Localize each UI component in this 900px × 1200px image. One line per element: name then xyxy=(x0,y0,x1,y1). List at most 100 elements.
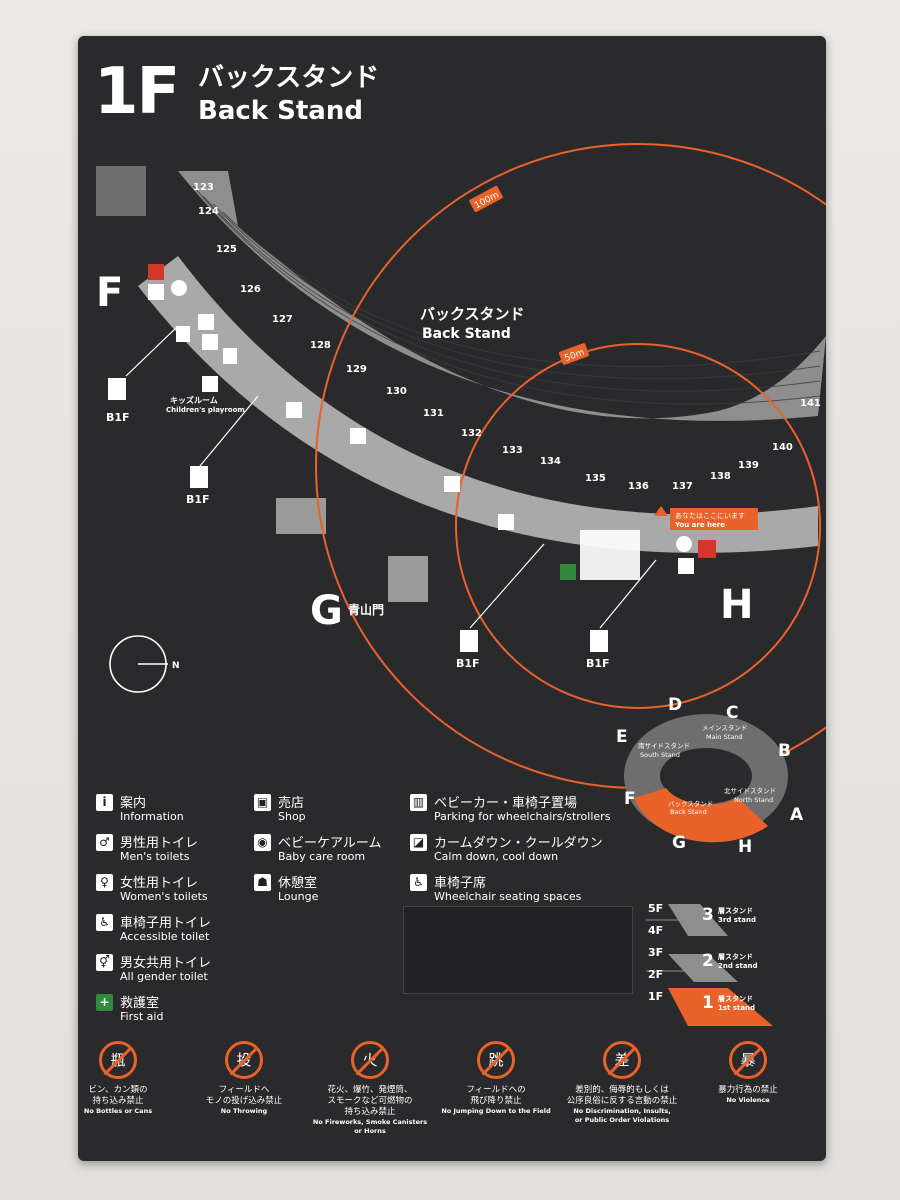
prohibited-icon: 投 xyxy=(225,1041,263,1079)
information-icon xyxy=(676,536,692,552)
prohibited-icon: 瓶 xyxy=(99,1041,137,1079)
floor-tier-diagram xyxy=(646,904,773,1026)
shop-icon xyxy=(444,476,460,492)
floor-level-4f: 4F xyxy=(648,924,663,937)
stair-block xyxy=(388,556,428,602)
zone-g: G xyxy=(310,588,343,634)
rule-label-en: No Throwing xyxy=(220,1107,268,1115)
mens-toilet-icon xyxy=(460,630,478,652)
stand-label-en: Back Stand xyxy=(422,326,511,342)
key-map-letter-b: B xyxy=(778,741,791,761)
legend-label-jp: 案内 xyxy=(120,796,147,811)
legend-icon: ☗ xyxy=(254,874,271,891)
prohibited-glyph: 跳 xyxy=(488,1051,504,1069)
section-127: 127 xyxy=(272,314,293,325)
floor-level-3f: 3F xyxy=(648,946,663,959)
legend-label-en: Information xyxy=(120,810,184,823)
section-138: 138 xyxy=(710,471,731,482)
rule-label-jp: フィールドへ xyxy=(218,1085,270,1095)
prohibited-icon: 差 xyxy=(603,1041,641,1079)
prohibited-glyph: 暴 xyxy=(740,1051,756,1069)
key-map-back-en: Back Stand xyxy=(670,808,707,816)
rule-label-jp: 持ち込み禁止 xyxy=(92,1096,144,1106)
legend-label-en: First aid xyxy=(120,1010,164,1023)
legend-icon: ♿ xyxy=(410,874,427,891)
key-map-back-stand xyxy=(634,788,768,843)
section-134: 134 xyxy=(540,456,561,467)
rule-label-jp: 花火、爆竹、発煙筒、 xyxy=(327,1085,413,1095)
shop-icon xyxy=(286,402,302,418)
key-map-letter-g: G xyxy=(672,833,686,853)
legend-label-jp: 女性用トイレ xyxy=(120,876,199,891)
floor-level-5f: 5F xyxy=(648,902,663,915)
information-icon xyxy=(171,280,187,296)
legend-label-en: Men's toilets xyxy=(120,850,190,863)
distance-ring-50m xyxy=(455,343,821,709)
seating-bowl xyxy=(178,171,826,421)
kids-room-en: Children's playroom xyxy=(166,406,245,414)
section-123: 123 xyxy=(193,182,214,193)
prohibited-icon: 火 xyxy=(351,1041,389,1079)
tier-label-jp: 層スタンド xyxy=(718,952,753,961)
section-132: 132 xyxy=(461,428,482,439)
rule-label-jp: フィールドへの xyxy=(466,1085,526,1095)
legend-icon: ♀ xyxy=(96,874,113,891)
legend-label-jp: 休憩室 xyxy=(278,876,318,891)
accessible-toilet-icon xyxy=(202,334,218,350)
rule-label-jp: モノの投げ込み禁止 xyxy=(205,1096,283,1106)
legend-label-en: Calm down, cool down xyxy=(434,850,559,863)
rule-label-en: or Public Order Violations xyxy=(574,1116,670,1124)
rule-label-jp: ビン、カン類の xyxy=(88,1085,148,1095)
compass-north-label: N xyxy=(172,661,180,671)
stand-label-jp: バックスタンド xyxy=(420,305,525,323)
baby-care-icon xyxy=(202,376,218,392)
stadium-key-map: メインスタンド Main Stand 南サイドスタンド South Stand … xyxy=(624,714,788,843)
section-131: 131 xyxy=(423,408,444,419)
rule-label-en: No Discrimination, Insults, xyxy=(573,1107,671,1115)
section-137: 137 xyxy=(672,481,693,492)
title-en: Back Stand xyxy=(198,96,363,126)
tier-label-jp: 層スタンド xyxy=(718,906,753,915)
floor-level-1f: 1F xyxy=(648,990,663,1003)
b1f-label: B1F xyxy=(586,657,610,670)
tier-number: 3 xyxy=(702,905,714,925)
legend-icon: ♿ xyxy=(96,914,113,931)
rule-label-jp: 飛び降り禁止 xyxy=(470,1096,522,1106)
key-map-letter-a: A xyxy=(790,805,804,825)
key-map-letter-f: F xyxy=(624,789,636,809)
distance-tag-100m xyxy=(469,186,503,212)
legend-label-en: Wheelchair seating spaces xyxy=(434,890,582,903)
key-map-main-jp: メインスタンド xyxy=(702,723,747,732)
floor-map-sign: 1F バックスタンド Back Stand 100m 50m xyxy=(78,36,826,1161)
section-128: 128 xyxy=(310,340,331,351)
stroller-parking-icon xyxy=(678,558,694,574)
you-are-here-jp: あなたはここにいます xyxy=(675,512,745,520)
legend-icon: ⚥ xyxy=(96,954,113,971)
section-125: 125 xyxy=(216,244,237,255)
key-map-north-jp: 北サイドスタンド xyxy=(724,786,776,795)
tier-label-en: 1st stand xyxy=(718,1004,755,1012)
prohibited-glyph: 差 xyxy=(614,1051,630,1069)
legend-icon: + xyxy=(96,994,113,1011)
legend-label-en: Baby care room xyxy=(278,850,366,863)
tier-label-en: 2nd stand xyxy=(718,962,758,970)
b1f-label: B1F xyxy=(106,411,130,424)
legend-label-jp: 車椅子席 xyxy=(434,876,487,891)
womens-toilet-icon xyxy=(176,326,190,342)
rule-label-jp: スモークなど可燃物の xyxy=(327,1096,413,1106)
legend-icon: ▥ xyxy=(410,794,427,811)
shop-icon xyxy=(350,428,366,444)
key-map-back-jp: バックスタンド xyxy=(668,799,713,808)
legend-label-jp: ベビーカー・車椅子置場 xyxy=(434,796,578,811)
b1f-label: B1F xyxy=(456,657,480,670)
section-numbers: 1231241251261271281291301311321331341351… xyxy=(193,182,821,492)
legend-label-jp: 売店 xyxy=(278,796,305,811)
rule-label-en: No Violence xyxy=(726,1096,770,1104)
legend-label-jp: 救護室 xyxy=(120,996,160,1011)
you-are-here-en: You are here xyxy=(674,521,725,529)
